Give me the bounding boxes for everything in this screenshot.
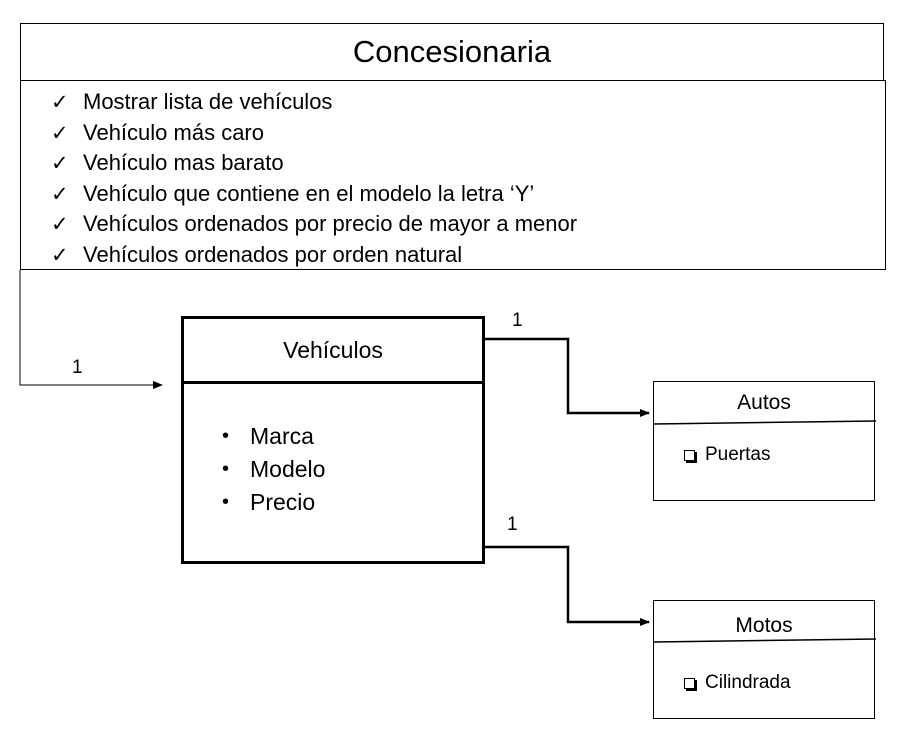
concesionaria-title: Concesionaria [352,34,552,69]
connector-concesionaria-vehiculos [19,270,163,389]
vehiculos-attribute: • Modelo [222,453,325,486]
concesionaria-methods-box: ✓ Mostrar lista de vehículos ✓ Vehículo má… [20,80,886,270]
bullet-icon: • [222,491,230,513]
check-icon: ✓ [51,242,69,267]
concesionaria-method-item: ✓ Vehículos ordenados por orden natural [51,240,577,271]
concesionaria-title-box: Concesionaria [20,23,884,81]
check-icon: ✓ [51,151,69,176]
method-label: Vehículos ordenados por precio de mayor … [83,211,578,237]
checkbox-icon [684,677,695,689]
autos-title: Autos [737,391,791,414]
multiplicity-concesionaria-vehiculos: 1 [72,357,83,378]
method-label: Vehículo mas barato [83,150,284,176]
attribute-label: Modelo [250,456,326,482]
concesionaria-method-item: ✓ Vehículo más caro [51,118,577,149]
method-label: Vehículo que contiene en el modelo la le… [83,180,535,206]
attribute-label: Marca [250,423,314,449]
bullet-icon: • [222,458,230,480]
multiplicity-vehiculos-motos: 1 [507,514,518,535]
concesionaria-method-item: ✓ Mostrar lista de vehículos [51,87,577,118]
autos-divider [654,420,876,425]
vehiculos-title: Vehículos [184,319,482,384]
check-icon: ✓ [51,120,69,145]
vehiculos-attribute: • Precio [222,486,325,519]
attribute-label: Cilindrada [705,672,791,693]
motos-title: Motos [735,614,793,637]
method-label: Vehículos ordenados por orden natural [83,241,463,267]
checkbox-icon [684,449,695,461]
check-icon: ✓ [51,181,69,206]
method-label: Mostrar lista de vehículos [83,89,333,115]
vehiculos-attribute: • Marca [222,420,325,453]
vehiculos-class-box: Vehículos • Marca • Modelo • Precio [181,316,485,564]
concesionaria-method-item: ✓ Vehículo mas barato [51,148,577,179]
check-icon: ✓ [51,212,69,237]
autos-class-box: Autos Puertas [653,381,876,501]
method-label: Vehículo más caro [83,119,264,145]
multiplicity-vehiculos-autos: 1 [512,310,523,331]
motos-divider [654,638,876,643]
autos-attribute: Puertas [684,444,770,466]
vehiculos-attribute-list: • Marca • Modelo • Precio [222,420,325,519]
concesionaria-method-item: ✓ Vehículos ordenados por precio de mayor… [51,209,577,240]
attribute-label: Precio [250,489,316,515]
bullet-icon: • [222,425,230,447]
connector-vehiculos-motos [485,545,650,626]
concesionaria-method-item: ✓ Vehículo que contiene en el modelo la l… [51,179,577,210]
check-icon: ✓ [51,90,69,115]
concesionaria-method-list: ✓ Mostrar lista de vehículos ✓ Vehículo má… [51,87,577,270]
connector-vehiculos-autos [485,337,650,417]
motos-class-box: Motos Cilindrada [653,600,876,719]
attribute-label: Puertas [705,444,771,465]
motos-attribute: Cilindrada [684,672,791,694]
